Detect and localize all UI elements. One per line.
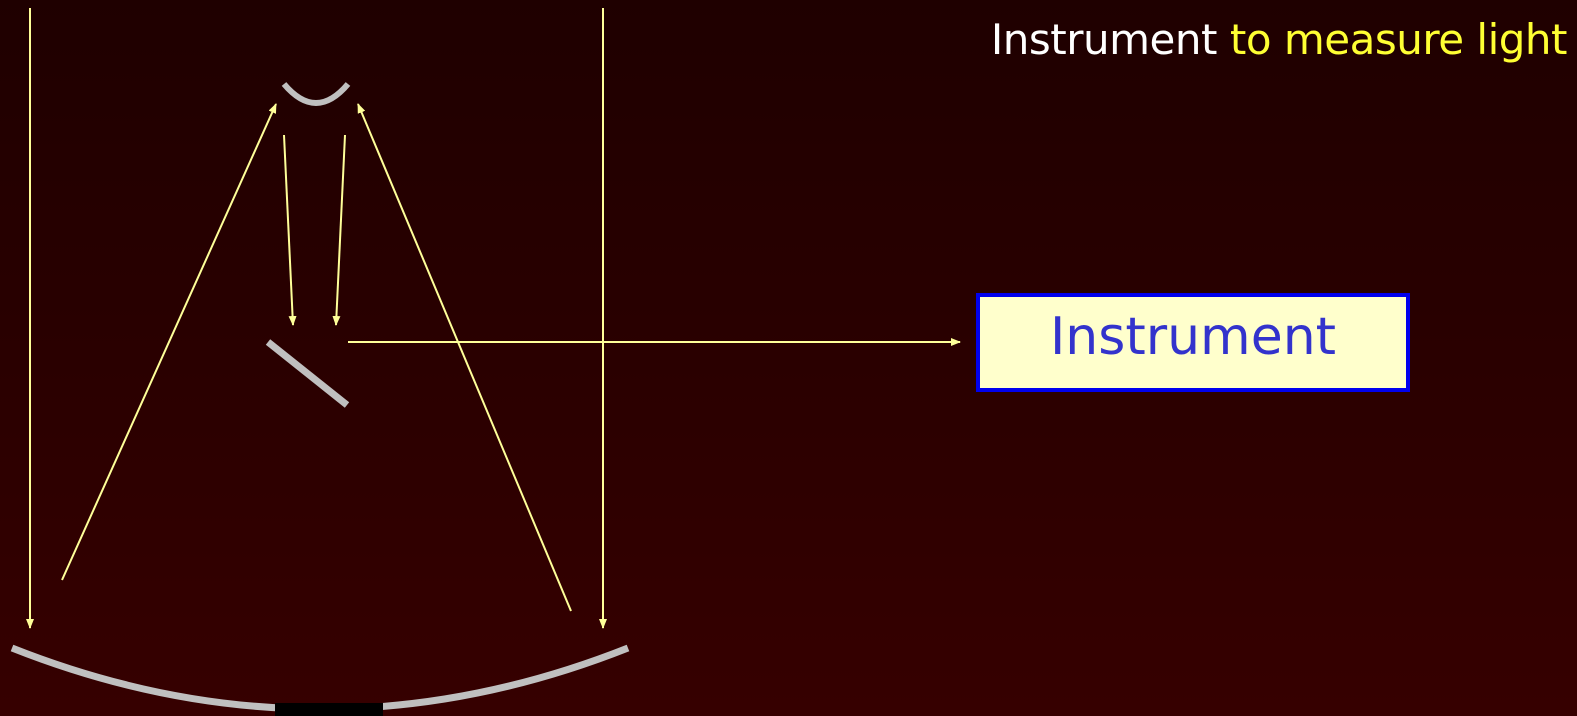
- instrument-box: Instrument: [976, 293, 1410, 392]
- secondary-mirror: [281, 82, 351, 106]
- secondary-ray-left: [283, 134, 297, 326]
- title-instrument: Instrument: [990, 15, 1218, 64]
- secondary-ray-right: [332, 134, 346, 326]
- slide-title: Instrument to measure light: [990, 14, 1568, 66]
- instrument-label: Instrument: [1049, 306, 1337, 367]
- reflected-ray-right: [357, 103, 572, 612]
- primary-mirror: [10, 644, 630, 713]
- primary-mirror-hole: [275, 703, 383, 716]
- title-to-measure-light: to measure light: [1229, 15, 1568, 64]
- diagonal-flat-mirror: [265, 339, 350, 408]
- reflected-ray-left: [61, 103, 277, 581]
